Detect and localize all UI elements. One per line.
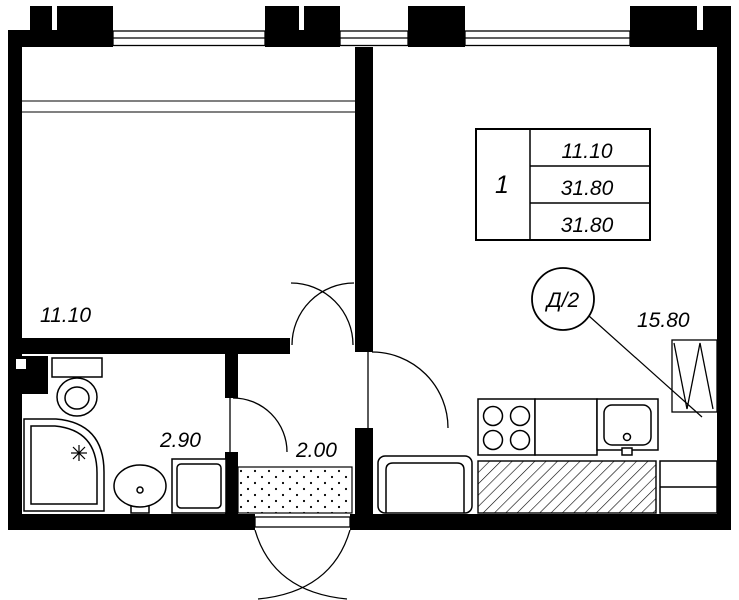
facade-pier bbox=[630, 6, 697, 32]
wall-right bbox=[717, 30, 731, 530]
wall-bathroom-upper bbox=[225, 354, 238, 398]
bathroom-door-arc bbox=[232, 397, 288, 453]
stamp-living-area: 11.10 bbox=[562, 140, 613, 163]
wall-bathroom-lower bbox=[225, 452, 238, 514]
drain-mark bbox=[71, 445, 87, 461]
vent-shaft bbox=[14, 356, 48, 394]
kitchen-units bbox=[477, 398, 718, 514]
living-room-door-arc bbox=[291, 282, 355, 346]
toilet bbox=[51, 357, 103, 417]
balcony-door-arc bbox=[254, 529, 348, 600]
living-room-area-label: 11.10 bbox=[40, 304, 91, 327]
washbasin bbox=[113, 464, 167, 514]
wall-dividing-upper bbox=[355, 47, 373, 352]
stamp-room-count: 1 bbox=[495, 171, 509, 199]
stamp-total-area-2: 31.80 bbox=[561, 214, 614, 237]
burner bbox=[482, 405, 504, 427]
stamp-total-area: 31.80 bbox=[561, 177, 614, 200]
unit-badge-circle bbox=[531, 267, 595, 331]
wall-bottom bbox=[8, 514, 255, 530]
facade-pier bbox=[57, 6, 113, 32]
hanger-zigzag bbox=[673, 342, 714, 410]
sofa bbox=[377, 455, 473, 514]
wall-interior-horizontal bbox=[8, 338, 290, 354]
facade-pier bbox=[408, 6, 465, 32]
unit-badge: Д/2 bbox=[531, 267, 703, 418]
walls bbox=[8, 6, 731, 530]
burner bbox=[482, 429, 504, 451]
living-room-door-arc bbox=[290, 282, 354, 346]
area-stamp-table: 1 11.10 31.80 31.80 bbox=[475, 128, 651, 241]
wall-bottom bbox=[350, 514, 731, 530]
windows bbox=[112, 30, 631, 528]
counter bbox=[534, 398, 598, 456]
balcony-door-arc bbox=[257, 529, 351, 600]
ceiling-beam-lines bbox=[22, 100, 355, 113]
wall-dividing-lower bbox=[355, 428, 373, 514]
facade-pier bbox=[265, 6, 299, 32]
wall-top bbox=[408, 30, 465, 47]
bathroom-area-label: 2.90 bbox=[159, 429, 201, 452]
burner bbox=[509, 429, 531, 451]
bathtub bbox=[23, 418, 105, 512]
facade-pier bbox=[703, 6, 731, 32]
wardrobe bbox=[671, 339, 718, 413]
kitchen-area-label: 15.80 bbox=[637, 309, 690, 332]
hallway-area-label: 2.00 bbox=[295, 439, 337, 462]
wall-top bbox=[8, 30, 113, 47]
wall-left bbox=[8, 30, 22, 530]
burner bbox=[509, 405, 531, 427]
counter-hatch bbox=[477, 460, 657, 514]
wall-top bbox=[265, 30, 340, 47]
balcony-door-threshold bbox=[254, 516, 351, 528]
facade-pier bbox=[30, 6, 52, 32]
doors bbox=[229, 282, 449, 600]
unit-badge-label: Д/2 bbox=[545, 289, 580, 312]
badge-leader-line bbox=[588, 315, 703, 418]
wall-top bbox=[630, 30, 731, 47]
kitchen-door-arc bbox=[371, 351, 449, 429]
hallway-dotted-area bbox=[237, 466, 353, 514]
washing-machine bbox=[171, 458, 227, 514]
faucet bbox=[621, 447, 633, 456]
facade-pier bbox=[304, 6, 340, 32]
